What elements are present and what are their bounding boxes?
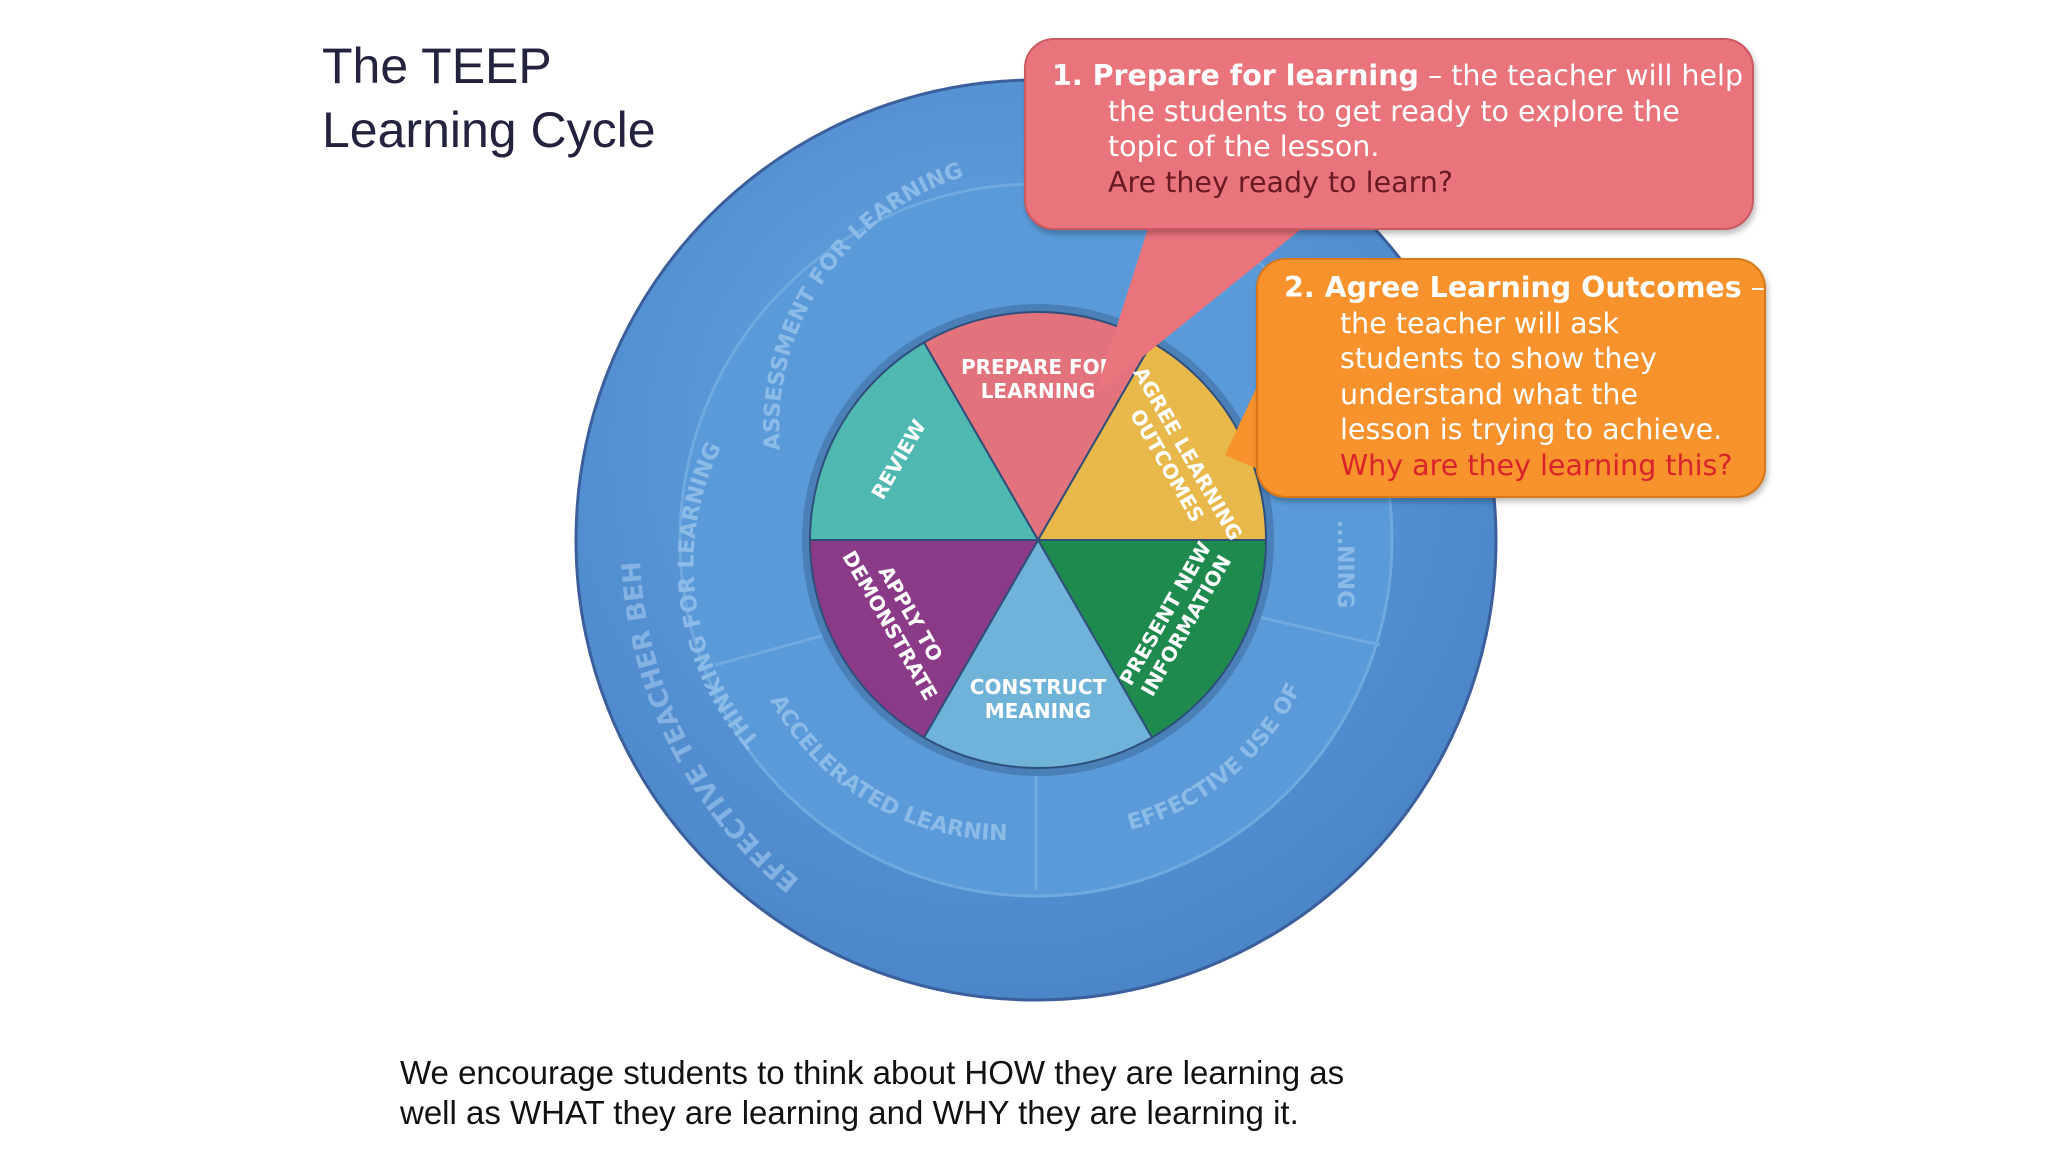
callout-1-question: Are they ready to learn? [1108, 165, 1453, 199]
callout-1-heading: 1. Prepare for learning [1052, 59, 1419, 92]
callout-1-text: topic of the lesson. [1108, 130, 1380, 163]
callout-2-text: understand what the [1340, 377, 1639, 411]
middle-ring-divider [1249, 613, 1381, 647]
callout-1-tail [1095, 222, 1310, 395]
caption-line-2: well as WHAT they are learning and WHY t… [400, 1094, 1299, 1131]
cycle-segment [1036, 341, 1268, 541]
callout-1-text: the students to get ready to explore the [1108, 94, 1680, 128]
middle-ring-divider [714, 633, 826, 667]
inner-wheel-segments [808, 311, 1268, 769]
callout-2-text: the teacher will ask [1340, 306, 1619, 340]
cycle-segment [1036, 539, 1268, 739]
bottom-caption: We encourage students to think about HOW… [400, 1053, 1344, 1133]
callout-2-heading: 2. Agree Learning Outcomes [1284, 271, 1742, 304]
callout-2-question: Why are they learning this? [1340, 448, 1733, 482]
title-line-1: The TEEP [322, 38, 552, 94]
callout-1-text: – the teacher will help [1418, 59, 1744, 92]
callout-2-tail [1225, 380, 1260, 470]
callout-prepare-for-learning: 1. Prepare for learning – the teacher wi… [1024, 38, 1754, 230]
page-title: The TEEP Learning Cycle [322, 34, 656, 162]
middle-ring-label: ...NING [1332, 520, 1357, 608]
callout-agree-learning-outcomes: 2. Agree Learning Outcomes – the teacher… [1256, 258, 1766, 498]
callout-2-text: lesson is trying to achieve. [1340, 413, 1723, 446]
caption-line-1: We encourage students to think about HOW… [400, 1054, 1345, 1091]
cycle-segment [808, 539, 1040, 739]
cycle-segment [808, 341, 1040, 541]
callout-2-text: students to show they [1340, 342, 1657, 375]
title-line-2: Learning Cycle [322, 102, 656, 158]
cycle-segment [922, 537, 1154, 769]
callout-2-text: – [1741, 271, 1766, 304]
